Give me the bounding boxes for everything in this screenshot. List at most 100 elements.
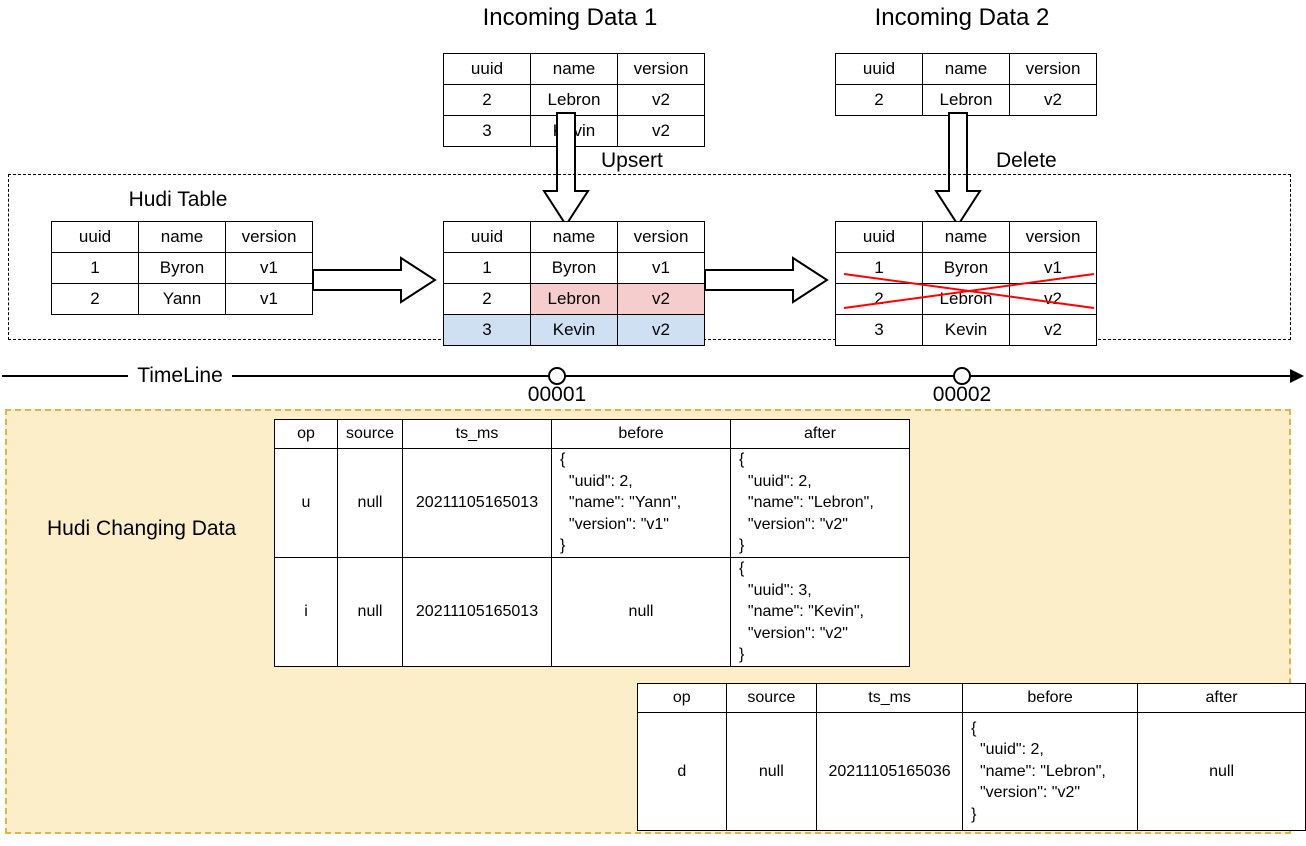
column-header-version: version [1009,53,1097,85]
cell-version: v1 [1009,252,1097,284]
column-header-ts-ms: ts_ms [816,683,964,713]
incoming-data-2-table: uuid name version 2 Lebron v2 [835,53,1097,116]
cdc-table-commit-00001: op source ts_ms before after u null 2021… [274,419,910,667]
table-header-row: op source ts_ms before after [274,419,910,449]
cell-name: Kevin [530,314,618,346]
cell-name: Yann [138,283,226,315]
cell-after: { "uuid": 3, "name": "Kevin", "version":… [730,556,910,667]
cell-op: u [274,448,338,558]
table-header-row: uuid name version [835,221,1097,253]
timeline-marker-00001 [548,367,566,385]
cell-op: i [274,556,338,667]
column-header-uuid: uuid [835,221,923,253]
hudi-table-before: uuid name version 1 Byron v1 2 Yann v1 [51,221,313,315]
deleted-row-strikethrough-icon [843,273,1095,309]
column-header-uuid: uuid [835,53,923,85]
column-header-name: name [922,53,1010,85]
incoming-data-2-title: Incoming Data 2 [874,4,1050,31]
timeline-axis [2,367,1304,385]
table-row: d null 20211105165036 { "uuid": 2, "name… [637,712,1306,831]
hudi-table-title: Hudi Table [128,188,228,211]
cell-uuid: 2 [835,283,923,315]
cell-uuid: 3 [443,115,531,147]
table-row: 3 Kevin v2 [835,314,1097,346]
cell-version: v2 [617,115,705,147]
cell-op: d [637,712,727,831]
cell-version: v2 [1009,314,1097,346]
table-row: u null 20211105165013 { "uuid": 2, "name… [274,448,910,558]
incoming-data-1-title: Incoming Data 1 [482,4,658,31]
cell-source: null [337,556,403,667]
table-row-updated: 2 Lebron v2 [443,283,705,315]
cell-uuid: 3 [835,314,923,346]
table-row-deleted: 2 Lebron v2 [835,283,1097,315]
table-row: 2 Lebron v2 [443,84,705,116]
table-row: 1 Byron v1 [51,252,313,284]
delete-label: Delete [996,149,1057,172]
cell-before: { "uuid": 2, "name": "Lebron", "version"… [962,712,1139,831]
cell-name: Byron [922,252,1010,284]
cell-name: Byron [530,252,618,284]
table-header-row: uuid name version [443,53,705,85]
delete-block-arrow [934,112,982,227]
column-header-uuid: uuid [443,53,531,85]
column-header-version: version [617,221,705,253]
timeline-marker-label-00002: 00002 [932,383,992,406]
column-header-uuid: uuid [443,221,531,253]
table-row: i null 20211105165013 null { "uuid": 3, … [274,556,910,667]
cell-name: Lebron [530,283,618,315]
cell-version: v1 [225,283,313,315]
column-header-before: before [551,419,731,449]
cell-version: v1 [617,252,705,284]
cell-after: { "uuid": 2, "name": "Lebron", "version"… [730,448,910,558]
table-row: 2 Lebron v2 [835,84,1097,116]
cell-source: null [725,712,818,831]
cell-uuid: 1 [51,252,139,284]
hudi-changing-data-title: Hudi Changing Data [47,517,237,540]
table-row: 2 Yann v1 [51,283,313,315]
upsert-transition-arrow [312,256,437,304]
column-header-ts-ms: ts_ms [402,419,552,449]
cell-version: v2 [1009,84,1097,116]
column-header-version: version [225,221,313,253]
cell-version: v2 [617,283,705,315]
column-header-source: source [337,419,403,449]
timeline-label: TimeLine [137,364,223,387]
upsert-label: Upsert [601,149,663,172]
table-header-row: op source ts_ms before after [637,683,1306,713]
cell-version: v2 [617,84,705,116]
cell-ts-ms: 20211105165013 [402,556,552,667]
hudi-table-after-upsert: uuid name version 1 Byron v1 2 Lebron v2… [443,221,705,346]
column-header-name: name [530,221,618,253]
cell-source: null [337,448,403,558]
column-header-name: name [530,53,618,85]
table-header-row: uuid name version [835,53,1097,85]
table-row: 1 Byron v1 [835,252,1097,284]
cell-after: null [1137,712,1306,831]
column-header-source: source [725,683,818,713]
cell-ts-ms: 20211105165013 [402,448,552,558]
cell-name: Lebron [530,84,618,116]
cell-name: Kevin [922,314,1010,346]
table-row-inserted: 3 Kevin v2 [443,314,705,346]
table-row: 1 Byron v1 [443,252,705,284]
column-header-version: version [1009,221,1097,253]
column-header-before: before [962,683,1139,713]
cell-before: null [551,556,731,667]
cell-uuid: 2 [443,84,531,116]
cell-uuid: 2 [51,283,139,315]
cell-before: { "uuid": 2, "name": "Yann", "version": … [551,448,731,558]
delete-transition-arrow [704,256,829,304]
cell-version: v2 [617,314,705,346]
cell-uuid: 3 [443,314,531,346]
cell-uuid: 2 [443,283,531,315]
cell-uuid: 2 [835,84,923,116]
upsert-block-arrow [542,112,590,227]
timeline-marker-00002 [953,367,971,385]
column-header-after: after [730,419,910,449]
table-header-row: uuid name version [51,221,313,253]
column-header-after: after [1137,683,1306,713]
cdc-table-commit-00002: op source ts_ms before after d null 2021… [637,683,1306,831]
incoming-data-1-table: uuid name version 2 Lebron v2 3 Kevin v2 [443,53,705,147]
